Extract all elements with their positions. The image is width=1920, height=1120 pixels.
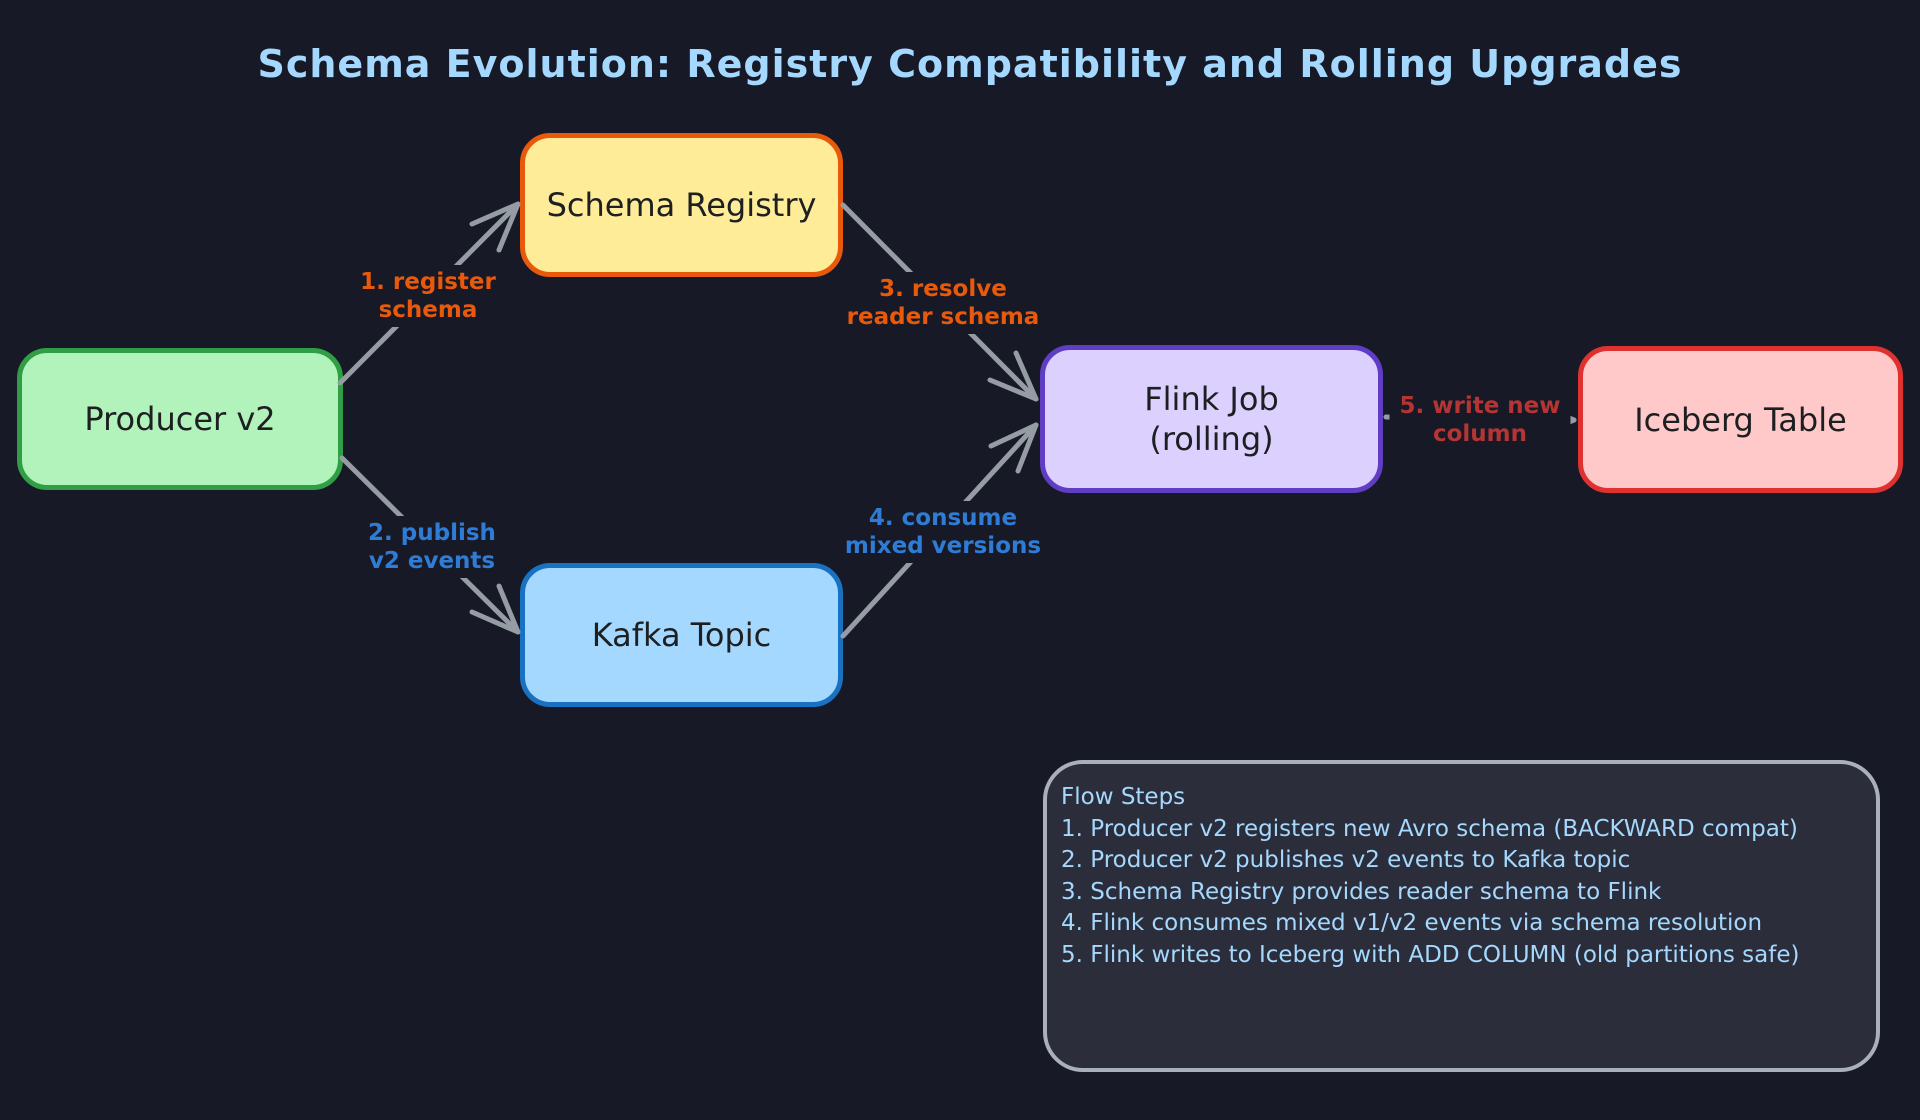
node-flink-job: Flink Job (rolling): [1040, 345, 1383, 493]
node-producer-v2: Producer v2: [17, 348, 343, 490]
edge-label-resolve-schema-line1: 3. resolve: [879, 276, 1007, 302]
edge-label-consume-versions-line1: 4. consume: [868, 505, 1018, 531]
node-producer-v2-label: Producer v2: [84, 400, 276, 438]
edge-label-resolve-schema: 3. resolve reader schema: [836, 272, 1050, 334]
edge-label-register-schema-line2: schema: [378, 297, 478, 323]
flow-step-3: 3. Schema Registry provides reader schem…: [1061, 878, 1662, 905]
node-flink-job-label-line2: (rolling): [1149, 420, 1274, 458]
node-kafka-topic-label: Kafka Topic: [591, 616, 772, 654]
edge-label-register-schema-line1: 1. register: [360, 269, 496, 295]
edge-label-publish-events: 2. publish v2 events: [358, 516, 506, 578]
edge-label-consume-versions: 4. consume mixed versions: [834, 501, 1052, 563]
diagram-title: Schema Evolution: Registry Compatibility…: [257, 42, 1683, 86]
node-schema-registry-label: Schema Registry: [546, 186, 817, 224]
flow-steps-title: Flow Steps: [1061, 784, 1186, 810]
edge-label-register-schema: 1. register schema: [350, 265, 506, 327]
node-flink-job-label-line1: Flink Job: [1144, 380, 1279, 418]
node-iceberg-table: Iceberg Table: [1578, 346, 1903, 493]
edge-label-resolve-schema-line2: reader schema: [846, 304, 1040, 330]
edge-label-publish-events-line2: v2 events: [368, 548, 496, 574]
flow-step-2: 2. Producer v2 publishes v2 events to Ka…: [1061, 847, 1631, 873]
flow-step-1: 1. Producer v2 registers new Avro schema…: [1061, 815, 1798, 842]
edge-label-write-column-line2: column: [1432, 421, 1528, 447]
flow-step-5: 5. Flink writes to Iceberg with ADD COLU…: [1061, 941, 1800, 968]
node-iceberg-table-label: Iceberg Table: [1634, 400, 1847, 439]
edge-label-consume-versions-line2: mixed versions: [844, 533, 1042, 559]
edge-label-publish-events-line1: 2. publish: [368, 520, 496, 546]
node-schema-registry: Schema Registry: [520, 133, 843, 277]
node-kafka-topic: Kafka Topic: [520, 563, 843, 707]
edge-label-write-column-line1: 5. write new: [1399, 393, 1561, 419]
flow-step-4: 4. Flink consumes mixed v1/v2 events via…: [1061, 910, 1763, 936]
edge-label-write-column: 5. write new column: [1389, 389, 1571, 451]
flow-steps-panel: Flow Steps 1. Producer v2 registers new …: [1043, 760, 1880, 1072]
